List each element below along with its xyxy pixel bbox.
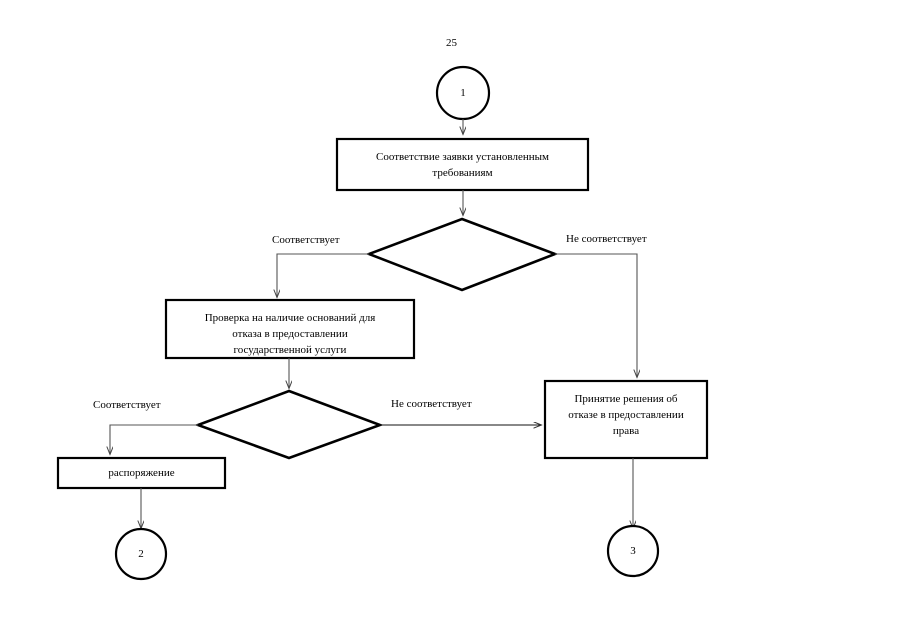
end-connector-circle-left — [114, 527, 168, 581]
end-connector-circle-right — [606, 524, 660, 578]
edge-label-decision2-no: Не соответствует — [391, 398, 472, 410]
edge-decision2-yes — [110, 424, 198, 454]
edge-label-decision2-yes: Соответствует — [93, 399, 161, 411]
process-check-refusal-grounds-box — [164, 298, 416, 360]
end-connector-left-label: 2 — [138, 548, 144, 560]
decision-two-diamond — [194, 389, 384, 460]
process-refusal-decision-box — [543, 379, 709, 460]
process-check-application-box — [335, 137, 590, 192]
edge-decision1-no — [555, 253, 637, 377]
page-number: 25 — [446, 37, 457, 49]
decision-one-diamond — [365, 217, 559, 292]
edge-label-decision1-no: Не соответствует — [566, 233, 647, 245]
edge-decision1-yes — [277, 253, 369, 297]
edge-label-decision1-yes: Соответствует — [272, 234, 340, 246]
start-connector-label: 1 — [460, 87, 466, 99]
end-connector-right-label: 3 — [630, 545, 636, 557]
process-order-box — [56, 456, 227, 490]
